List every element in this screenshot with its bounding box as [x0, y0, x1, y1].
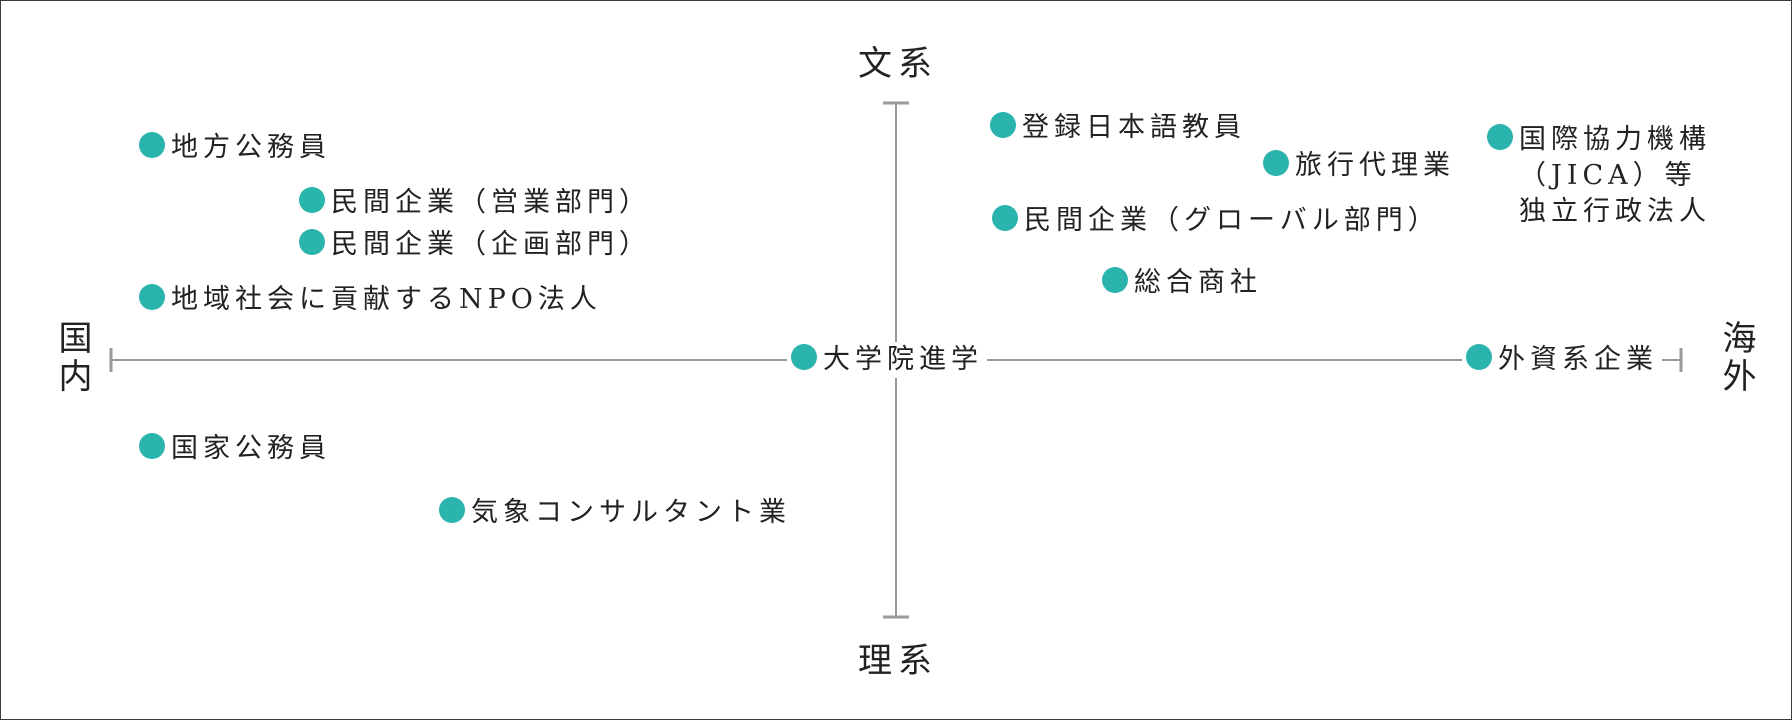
teal-dot: [990, 112, 1016, 138]
career-label: 総合商社: [1134, 267, 1262, 298]
career-item-kokka-koumuin: 国家公務員: [139, 431, 335, 467]
teal-dot: [1263, 150, 1289, 176]
career-label: 気象コンサルタント業: [471, 497, 791, 528]
teal-dot: [1466, 344, 1492, 370]
career-item-daigakuin: 大学院進学: [787, 342, 987, 378]
career-item-minkan-kikaku: 民間企業（企画部門）: [299, 227, 655, 263]
career-label: 旅行代理業: [1295, 150, 1455, 181]
teal-dot: [1487, 124, 1513, 150]
teal-dot: [299, 187, 325, 213]
teal-dot: [139, 433, 165, 459]
teal-dot: [439, 497, 465, 523]
career-item-ryokou: 旅行代理業: [1263, 148, 1459, 184]
teal-dot: [992, 205, 1018, 231]
career-item-nihongo: 登録日本語教員: [990, 110, 1250, 146]
teal-dot: [139, 132, 165, 158]
career-item-gaishi: 外資系企業: [1462, 342, 1662, 378]
axis-label-left: 国内: [52, 320, 92, 396]
teal-dot: [299, 229, 325, 255]
career-label: 地方公務員: [171, 132, 331, 163]
career-item-minkan-global: 民間企業（グローバル部門）: [992, 203, 1444, 239]
career-label: 国家公務員: [171, 433, 331, 464]
axis-label-bottom: 理系: [858, 641, 938, 681]
career-label: 民間企業（企画部門）: [331, 229, 651, 260]
career-label: 大学院進学: [823, 344, 983, 375]
teal-dot: [1102, 267, 1128, 293]
career-item-kishou: 気象コンサルタント業: [439, 495, 795, 531]
career-label: 外資系企業: [1498, 344, 1658, 375]
career-label: 地域社会に貢献するNPO法人: [171, 284, 602, 315]
career-item-minkan-eigyo: 民間企業（営業部門）: [299, 185, 655, 221]
career-label: 民間企業（グローバル部門）: [1024, 205, 1440, 236]
axis-label-top: 文系: [858, 44, 938, 84]
career-item-npo: 地域社会に貢献するNPO法人: [139, 282, 606, 318]
teal-dot: [791, 344, 817, 370]
teal-dot: [139, 284, 165, 310]
career-label: 国際協力機構 （JICA）等 独立行政法人: [1519, 124, 1711, 227]
career-label: 民間企業（営業部門）: [331, 187, 651, 218]
career-item-sogo-shosha: 総合商社: [1102, 265, 1266, 301]
career-label: 登録日本語教員: [1022, 112, 1246, 143]
career-item-chiho-koumuin: 地方公務員: [139, 130, 335, 166]
career-item-jica: 国際協力機構 （JICA）等 独立行政法人: [1487, 122, 1715, 230]
axis-label-right: 海外: [1716, 320, 1756, 396]
